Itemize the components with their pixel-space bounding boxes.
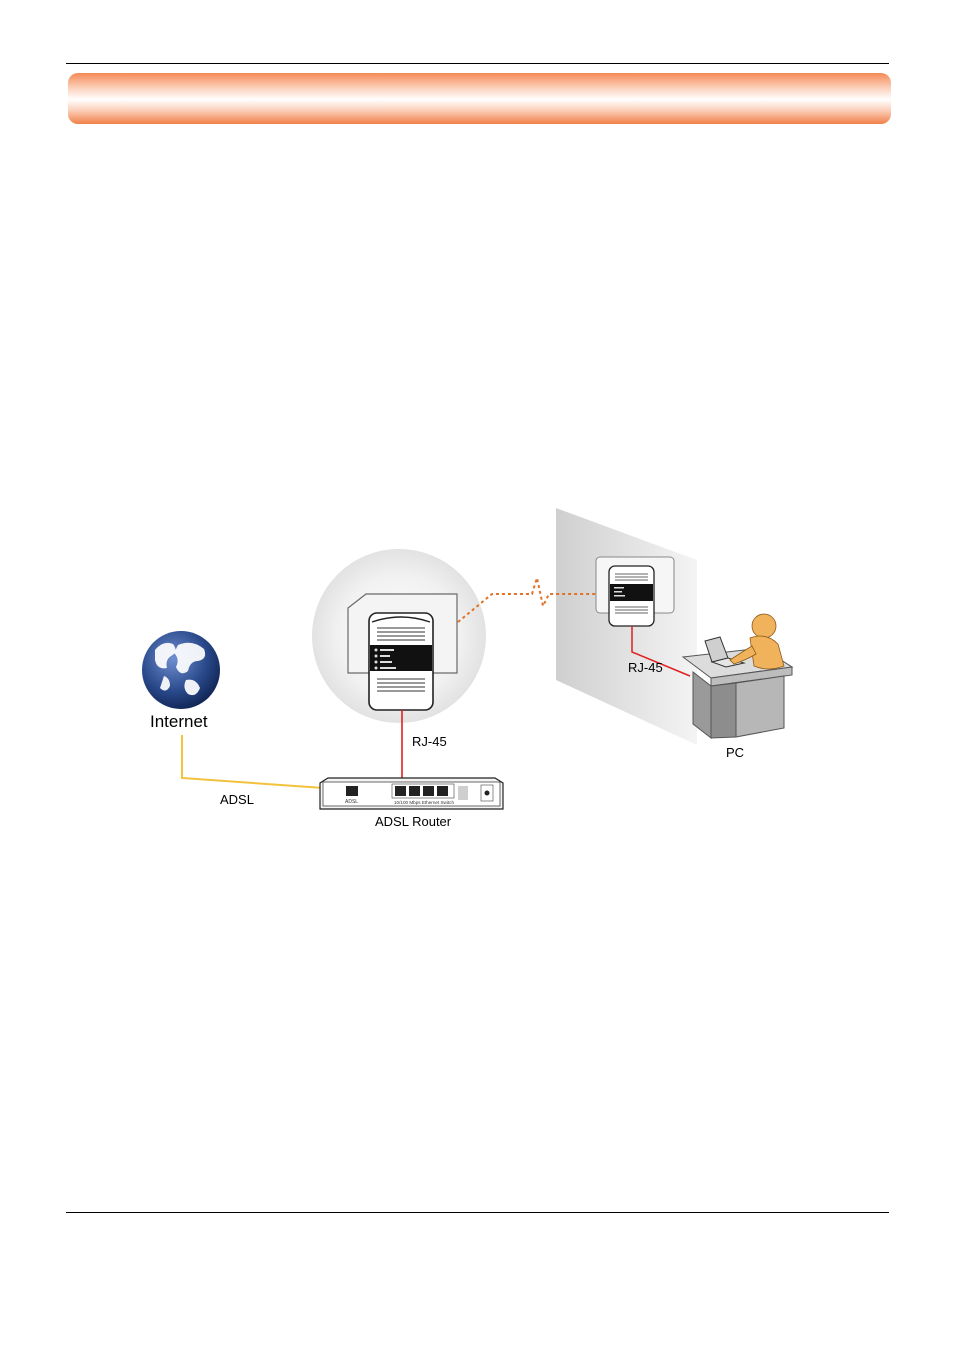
router-adsl-port-label: ADSL xyxy=(345,799,358,805)
router-icon: ADSL 10/100 Mbps Ethernet Switch xyxy=(320,778,503,809)
rj45-pc-label: RJ-45 xyxy=(628,660,663,675)
internet-label: Internet xyxy=(150,712,208,731)
footer-rule xyxy=(66,1212,889,1213)
router-switch-label: 10/100 Mbps Ethernet Switch xyxy=(394,800,454,805)
adsl-router-label: ADSL Router xyxy=(375,814,452,829)
adsl-cable-label: ADSL xyxy=(220,792,254,807)
rj45-router-label: RJ-45 xyxy=(412,734,447,749)
globe-icon xyxy=(142,631,220,709)
person-at-desk-icon xyxy=(683,614,792,738)
pc-label: PC xyxy=(726,745,744,760)
